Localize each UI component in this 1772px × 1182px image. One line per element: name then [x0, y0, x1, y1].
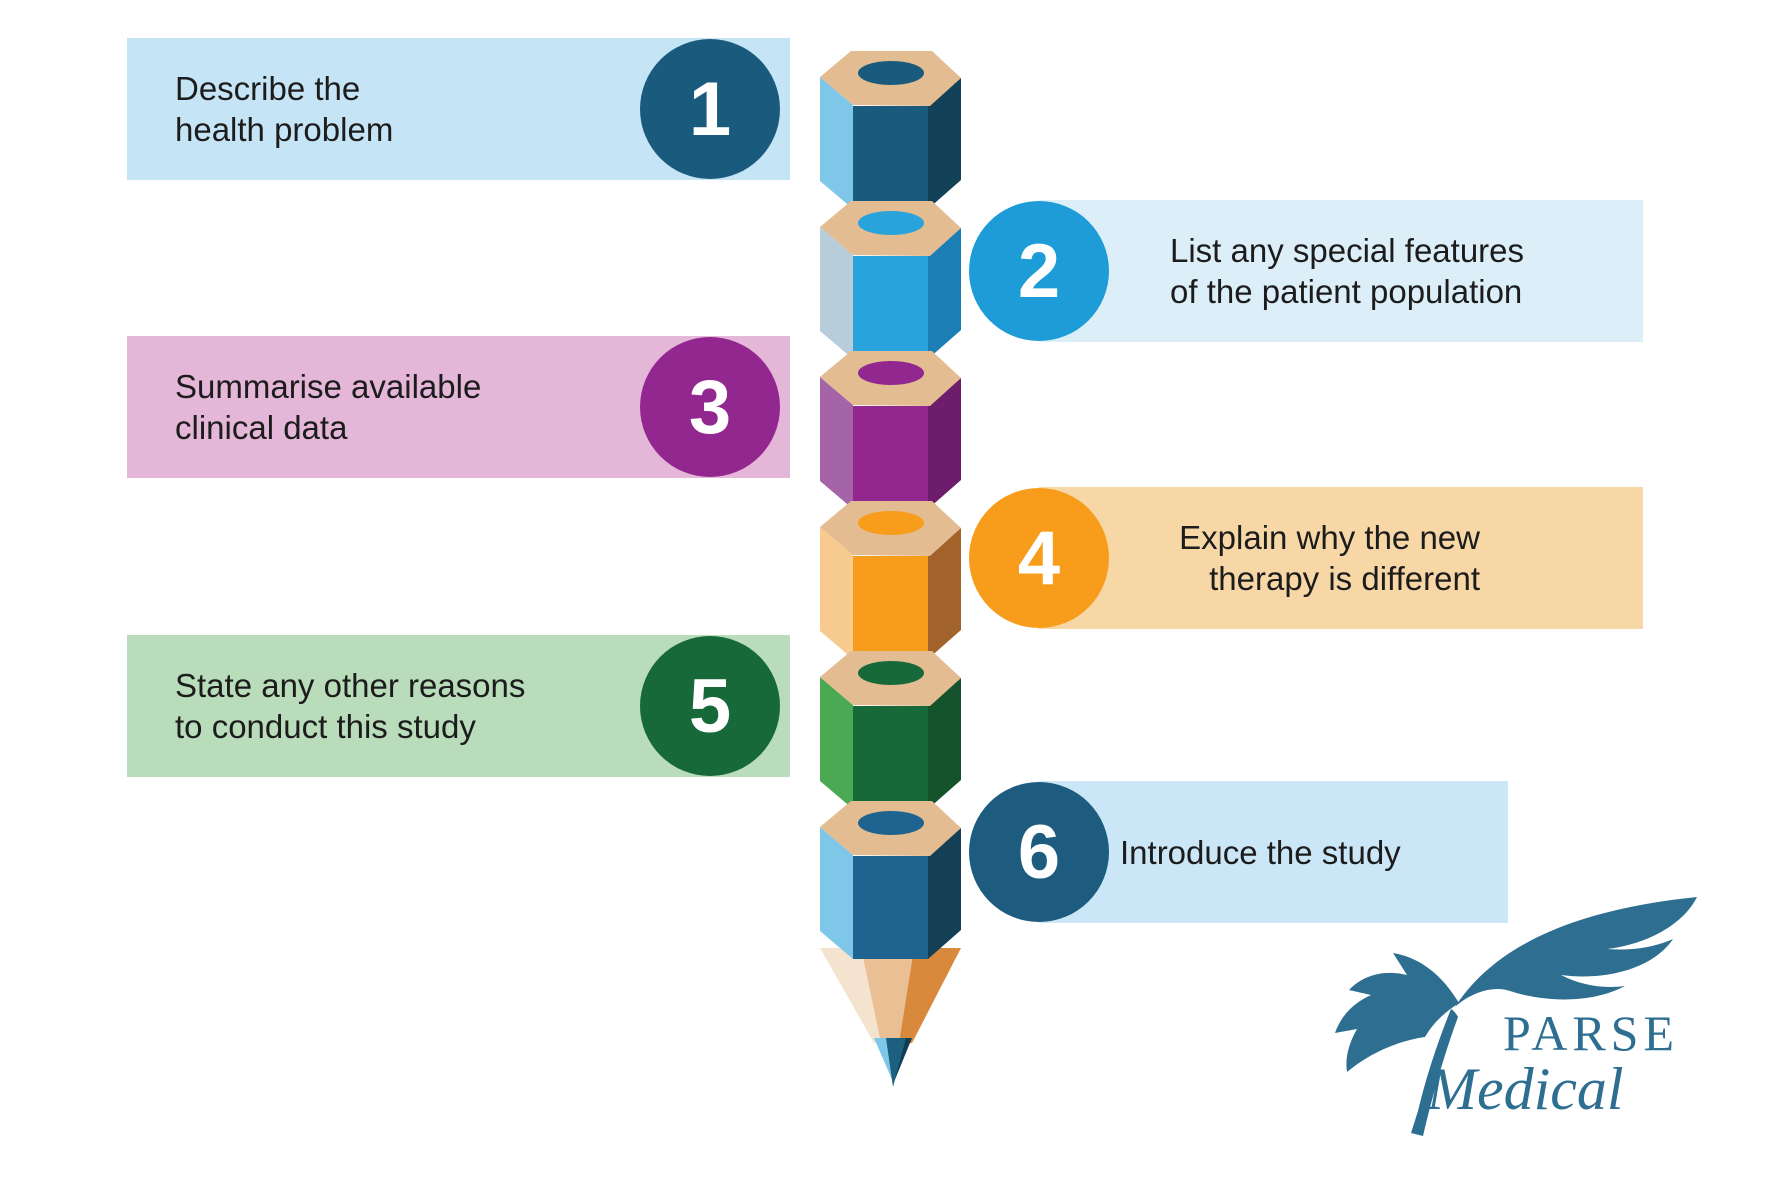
step-4-text-line-1: Explain why the new — [1179, 519, 1480, 556]
pencil-segment-3 — [820, 351, 961, 509]
logo-name: PARSE — [1503, 1005, 1679, 1061]
step-number-badge-6: 6 — [969, 782, 1109, 922]
step-5-text-line-2: to conduct this study — [175, 708, 476, 745]
step-number-badge-4: 4 — [969, 488, 1109, 628]
pencil-illustration — [820, 51, 961, 1087]
pencil-segment-5 — [820, 651, 961, 809]
pencil-core-3 — [858, 361, 924, 385]
pencil-core-1 — [858, 61, 924, 85]
pencil-segment-2 — [820, 201, 961, 359]
step-4-text-line-2: therapy is different — [1209, 560, 1480, 597]
quill-icon — [1335, 897, 1697, 1136]
pencil-segment-4 — [820, 501, 961, 659]
pencil-core-5 — [858, 661, 924, 685]
step-3-text-line-1: Summarise available — [175, 368, 482, 405]
pencil-core-2 — [858, 211, 924, 235]
banner-step-2: List any special features of the patient… — [1039, 200, 1643, 342]
step-1-text-line-1: Describe the — [175, 70, 361, 107]
step-1-text-line-2: health problem — [175, 111, 394, 148]
step-number-badge-5: 5 — [640, 636, 780, 776]
step-number-badge-1: 1 — [640, 39, 780, 179]
step-2-text-line-1: List any special features — [1170, 232, 1525, 269]
pencil-segment-6 — [820, 801, 961, 959]
banner-step-6: Introduce the study — [1039, 781, 1508, 923]
pencil-segment-1 — [820, 51, 961, 209]
step-number-badge-3: 3 — [640, 337, 780, 477]
pencil-tip — [820, 948, 961, 1087]
parse-medical-logo: PARSE Medical — [1335, 897, 1697, 1136]
pencil-core-4 — [858, 511, 924, 535]
step-2-text-line-2: of the patient population — [1170, 273, 1523, 310]
logo-subname: Medical — [1426, 1056, 1624, 1122]
step-3-text-line-2: clinical data — [175, 409, 348, 446]
step-number-badge-2: 2 — [969, 201, 1109, 341]
pencil-core-6 — [858, 811, 924, 835]
banner-step-4: Explain why the new therapy is different — [1039, 487, 1643, 629]
step-5-text-line-1: State any other reasons — [175, 667, 526, 704]
step-6-text-line-1: Introduce the study — [1120, 833, 1401, 871]
